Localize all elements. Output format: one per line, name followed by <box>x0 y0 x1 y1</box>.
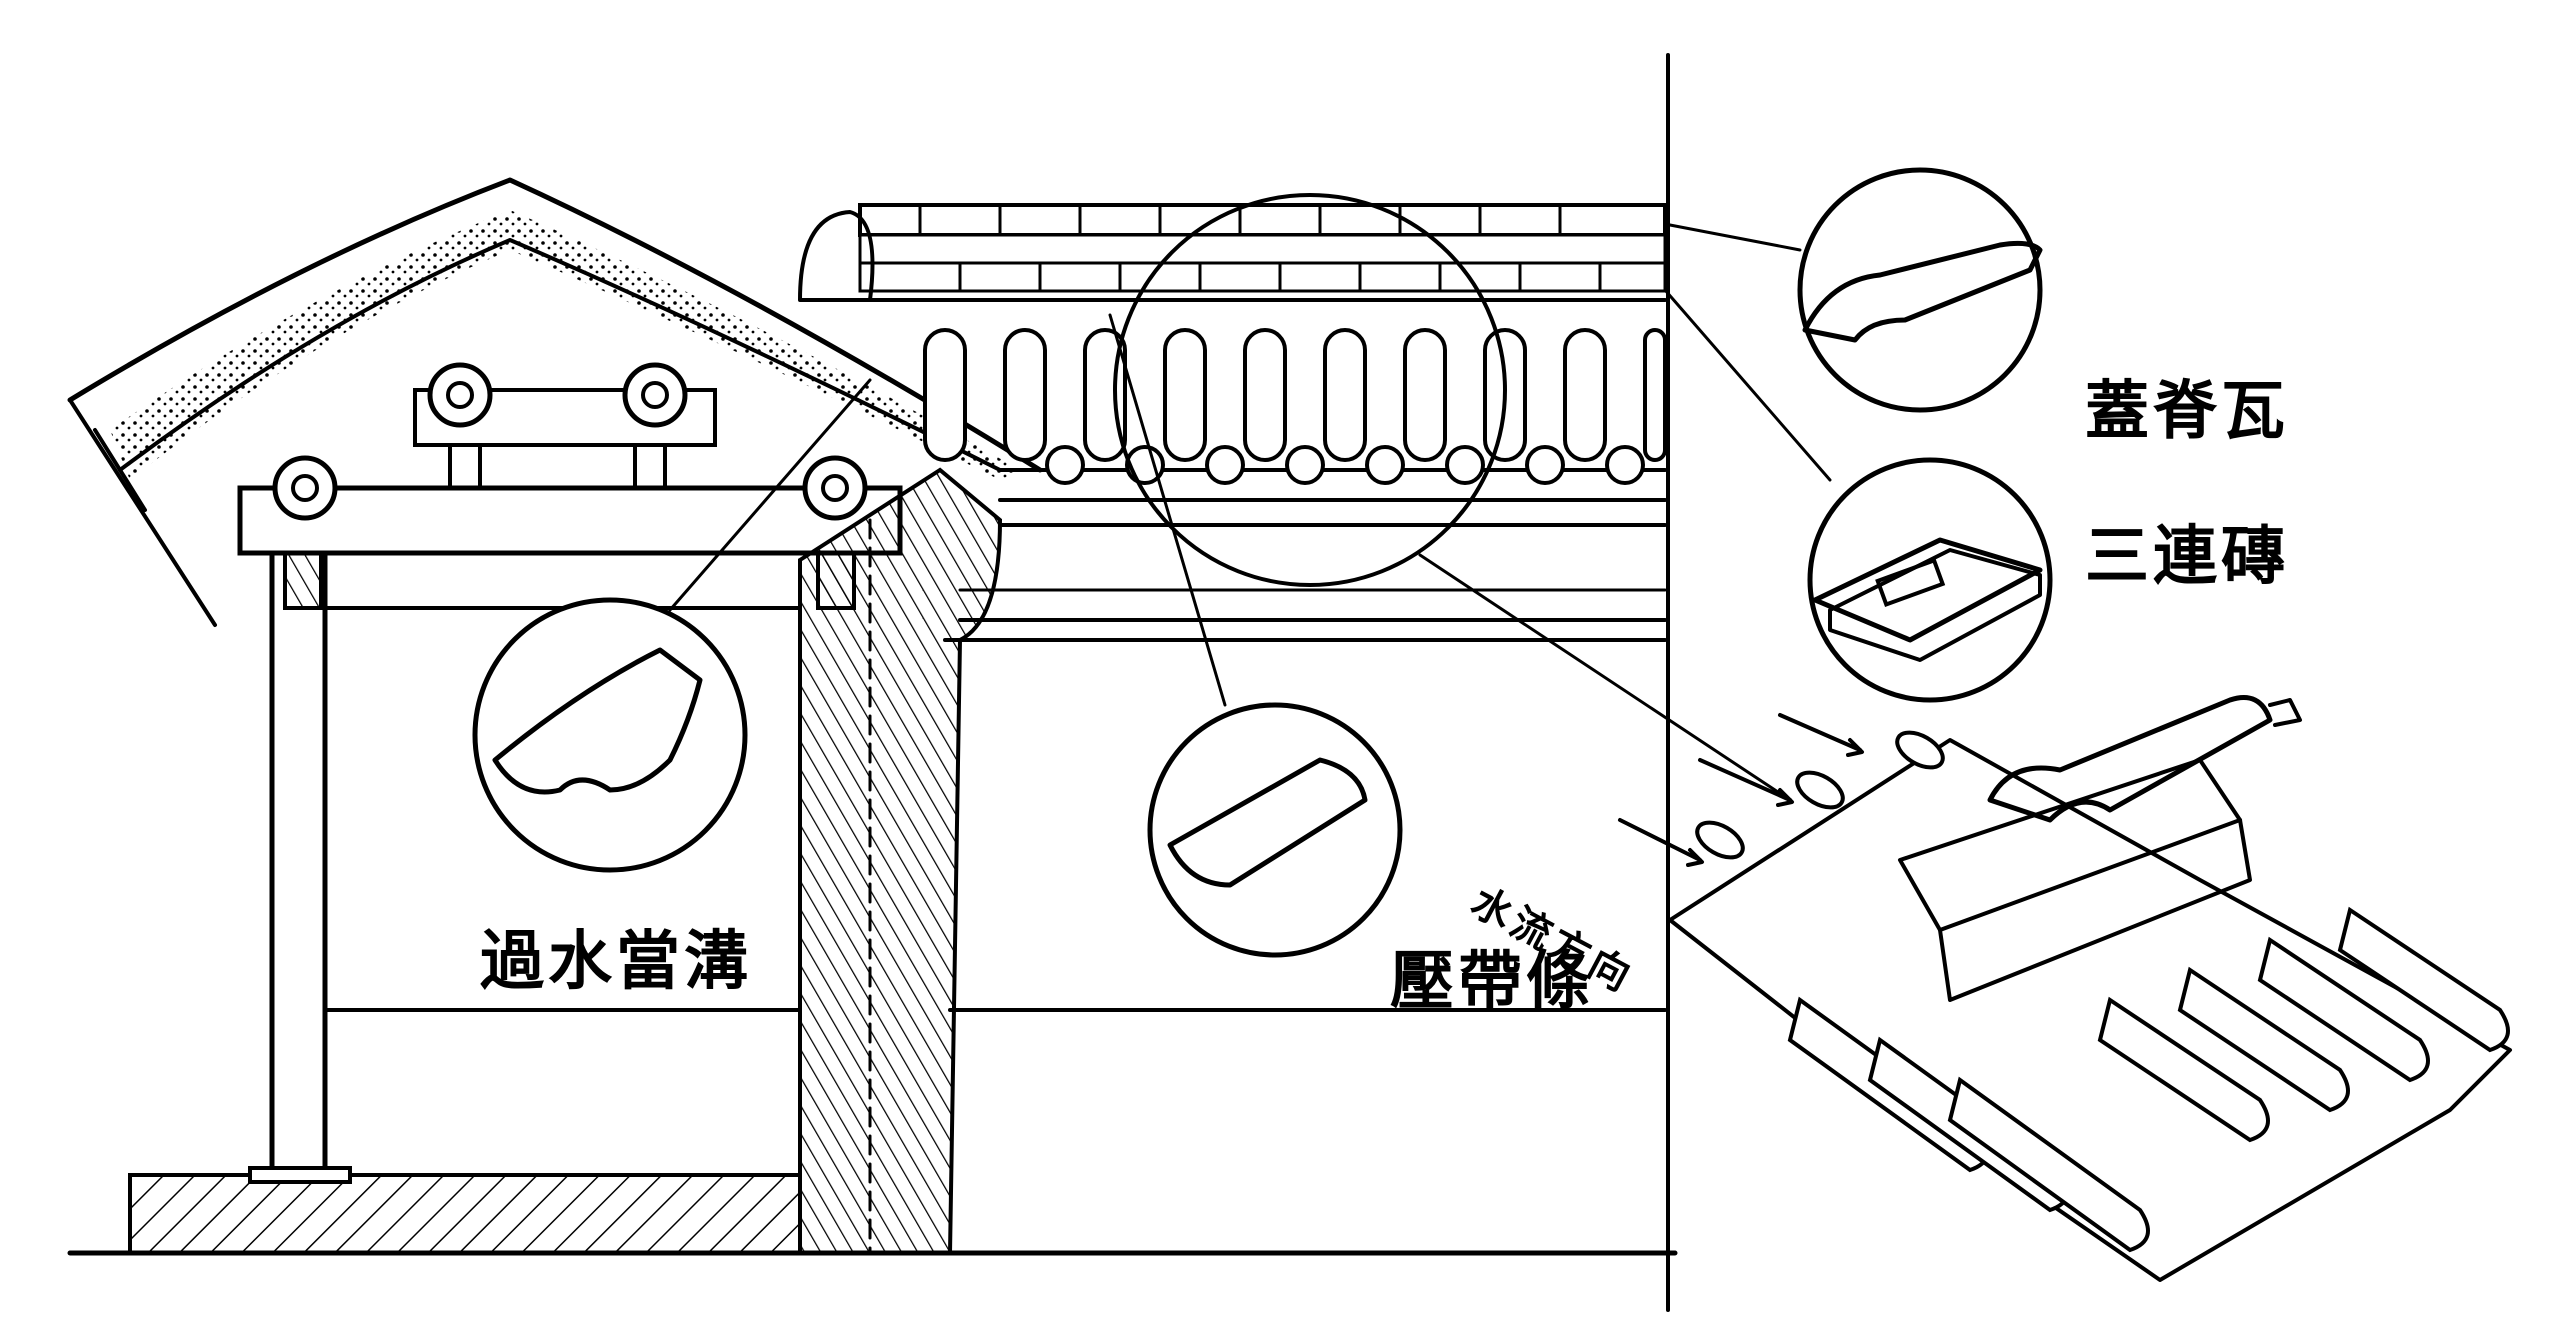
gable-wall-hatched <box>798 467 1003 1255</box>
ridge-magnifier-circle <box>1113 193 1507 587</box>
detail-yadai-tiao <box>1108 313 1403 958</box>
detail-sanlian-zhuan <box>1663 288 2053 703</box>
left-plinth <box>128 1173 802 1255</box>
label-sanlian-zhuan: 三連磚 <box>2085 519 2289 594</box>
roof-mortar <box>110 210 1020 480</box>
label-yadai-tiao: 壓帶條 <box>1390 944 1594 1019</box>
left-gable-building <box>67 177 1043 1255</box>
perspective-roof-detail <box>1418 553 2512 1282</box>
tile-roll-row <box>858 298 1667 527</box>
label-gouzhi-wa: 蓋脊瓦 <box>2085 374 2289 449</box>
detail-guoshui-dangou <box>472 378 872 873</box>
label-guoshui-dangou: 過水當溝 <box>480 924 752 999</box>
detail-gouzhi-wa <box>1668 167 2043 413</box>
long-wall <box>798 203 1667 1012</box>
rosette-ornaments <box>272 362 868 521</box>
